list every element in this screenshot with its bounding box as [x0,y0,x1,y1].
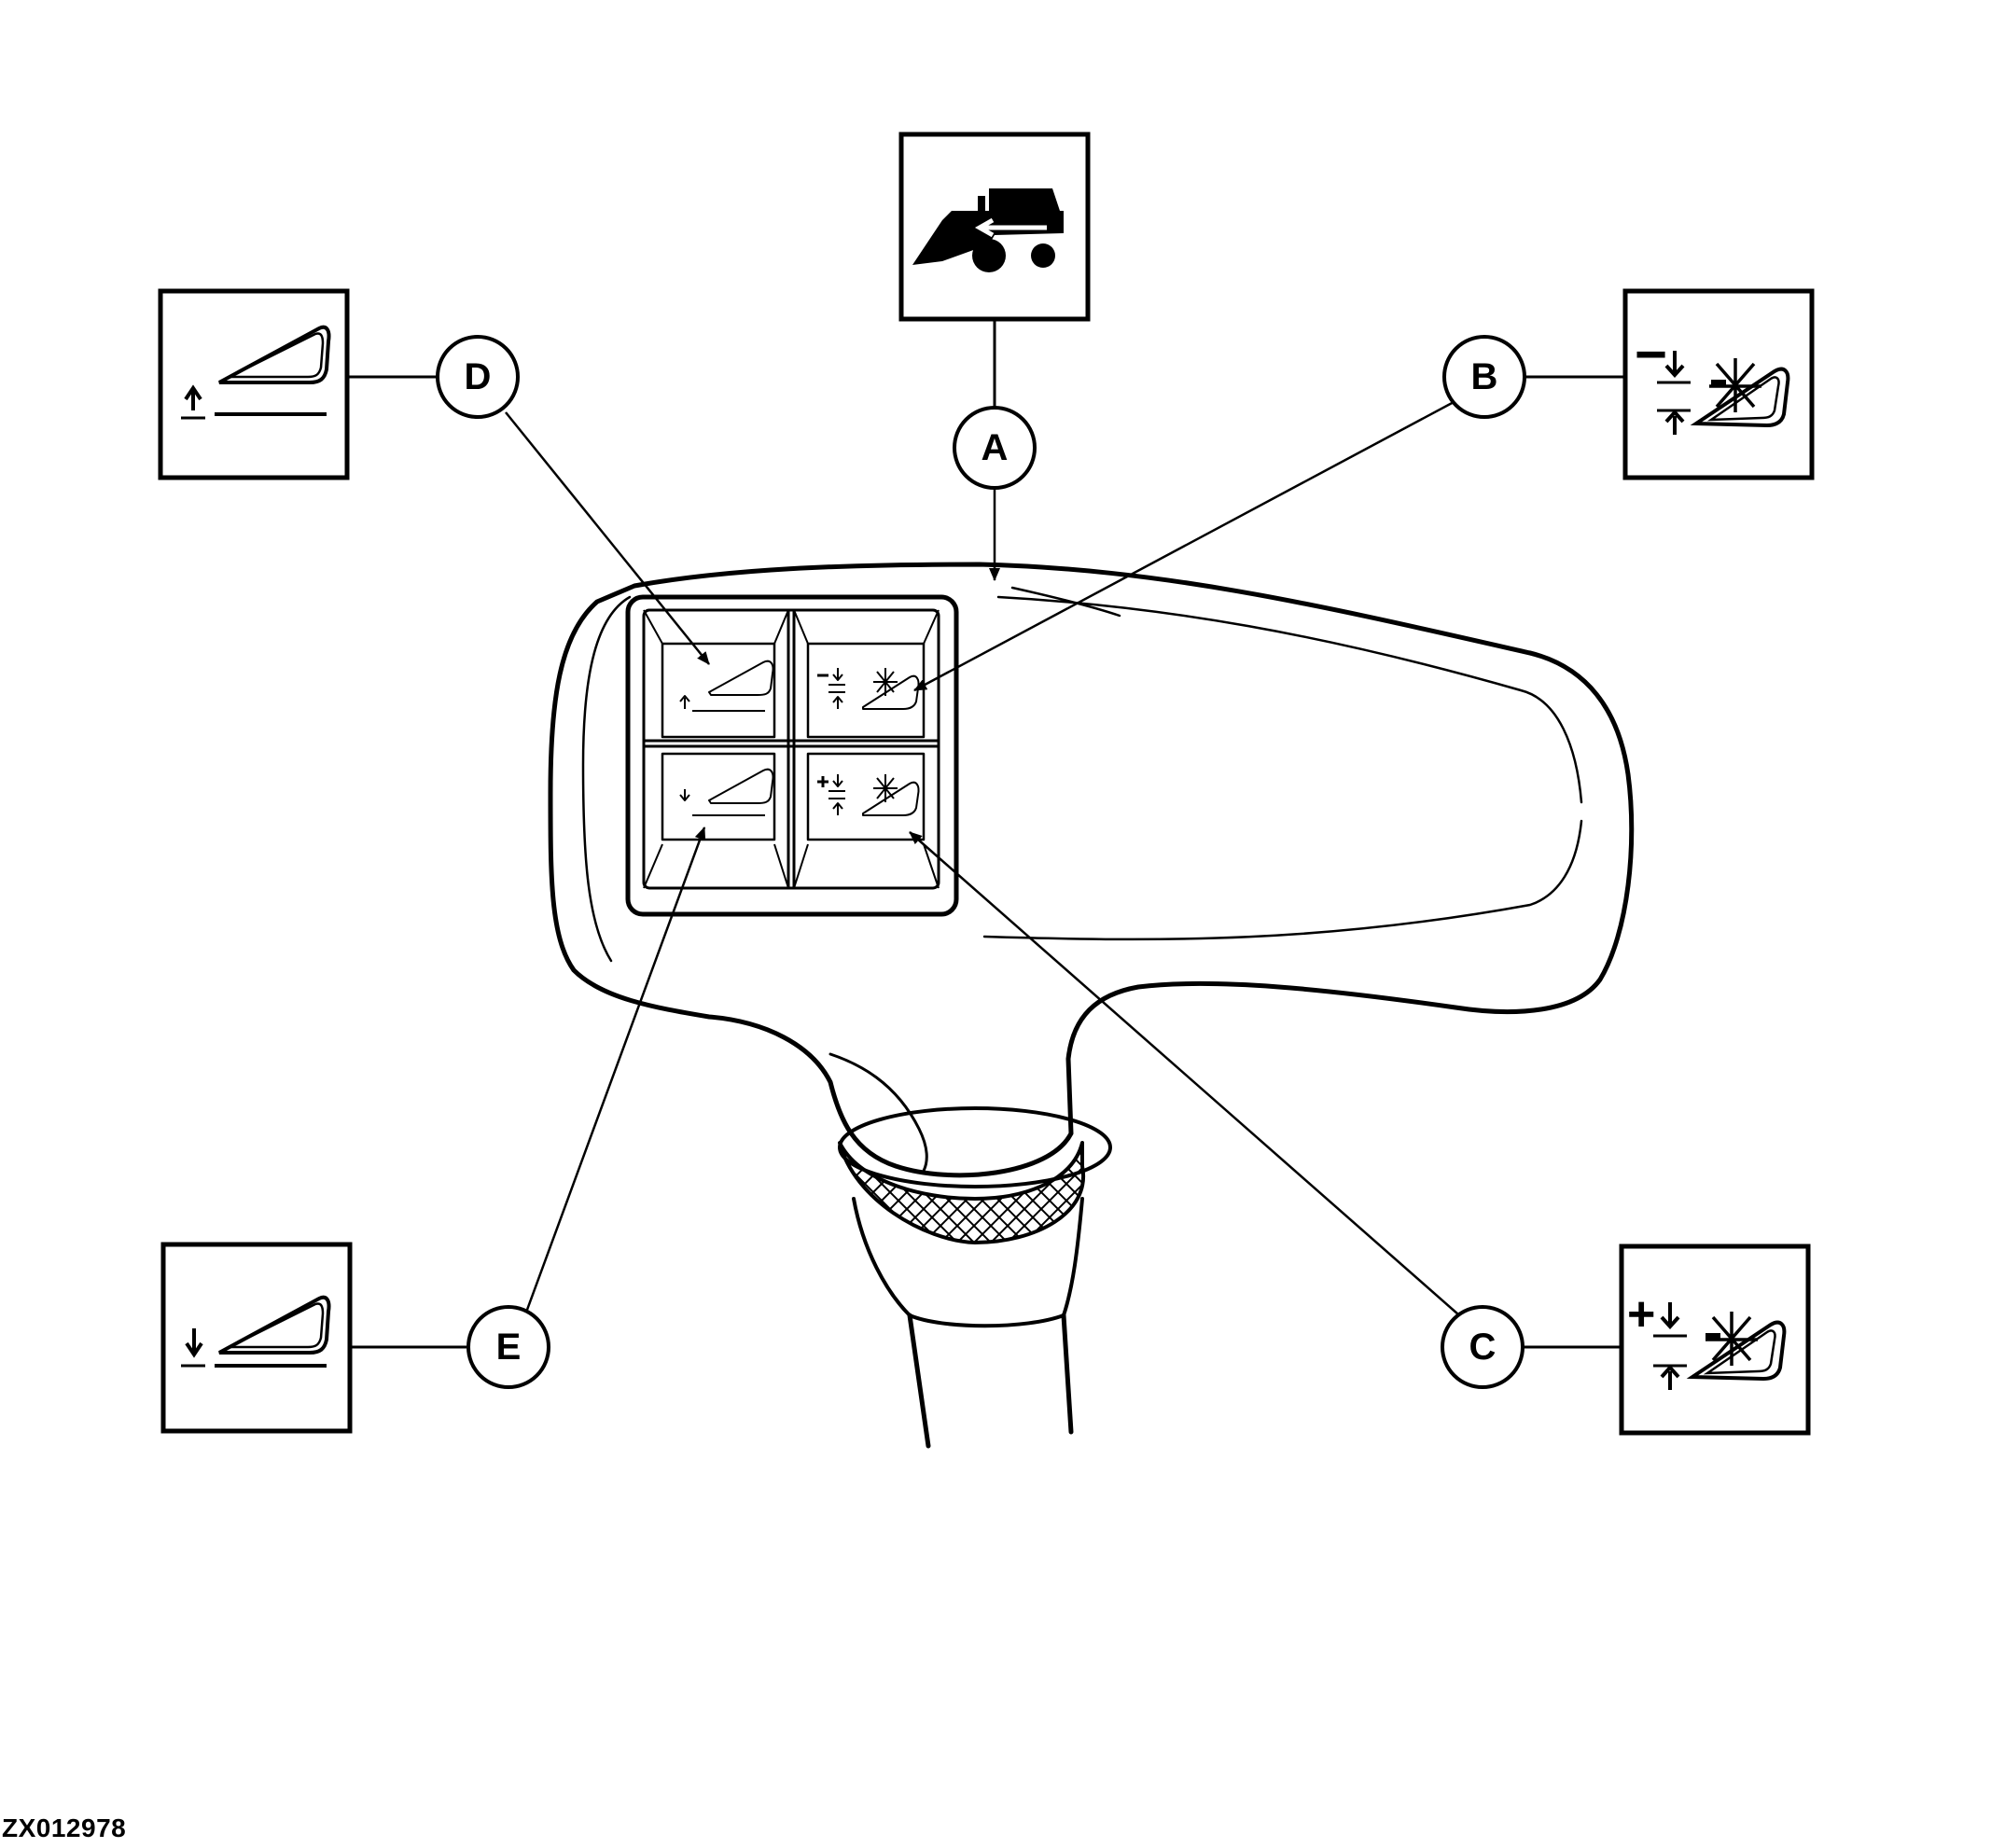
pointer-c [909,831,1459,1315]
handle-outline [548,562,1635,1178]
callout-d-label: D [465,356,492,397]
leader-lines [347,319,1625,1349]
control-handle [548,562,1635,1449]
callout-a: A [953,406,1037,490]
button-header-lower[interactable] [661,752,776,841]
lever-shaft-ring [908,1313,1065,1328]
callout-e-label: E [496,1327,522,1368]
handle-contour-lower [982,819,1583,941]
reel-down-icon: − [1635,323,1790,435]
reel-up-icon: + [1627,1287,1787,1390]
callout-d: D [436,335,520,419]
button-header-raise[interactable] [661,642,776,739]
lever-shaft-upper [852,1197,1084,1317]
button-panel [625,594,959,917]
icon-box-e [160,1242,353,1434]
reel-up-sign: + [1627,1287,1655,1341]
header-raise-icon [181,325,331,420]
callout-e: E [466,1305,550,1389]
button-panel-recess [642,608,940,890]
handle-top-crease [1010,586,1121,618]
handle-neck-left [828,1052,928,1173]
icon-box-a [898,132,1091,322]
callout-a-label: A [982,427,1009,468]
callout-c: C [1441,1305,1525,1389]
callout-b-label: B [1471,356,1498,397]
handle-contour-upper [996,595,1583,804]
handle-left-bevel [581,595,632,963]
button-panel-bezel [625,594,959,917]
callout-c-label: C [1469,1327,1497,1368]
header-lower-icon [181,1295,331,1368]
button-reel-plus[interactable] [806,752,926,841]
reel-down-sign: − [1635,323,1667,385]
icon-box-c: + [1619,1244,1811,1436]
figure-id: ZX012978 [2,1813,127,1842]
knurled-band [838,1141,1086,1244]
button-reel-minus[interactable] [806,642,926,739]
lever-shaft [907,1313,1074,1449]
pointer-e [525,827,706,1311]
pointer-b [913,399,1456,692]
icon-box-b: − [1622,288,1815,480]
icon-box-d [158,288,350,480]
pointer-d [505,411,710,665]
callout-b: B [1442,335,1526,419]
combine-header-icon [912,188,1064,272]
